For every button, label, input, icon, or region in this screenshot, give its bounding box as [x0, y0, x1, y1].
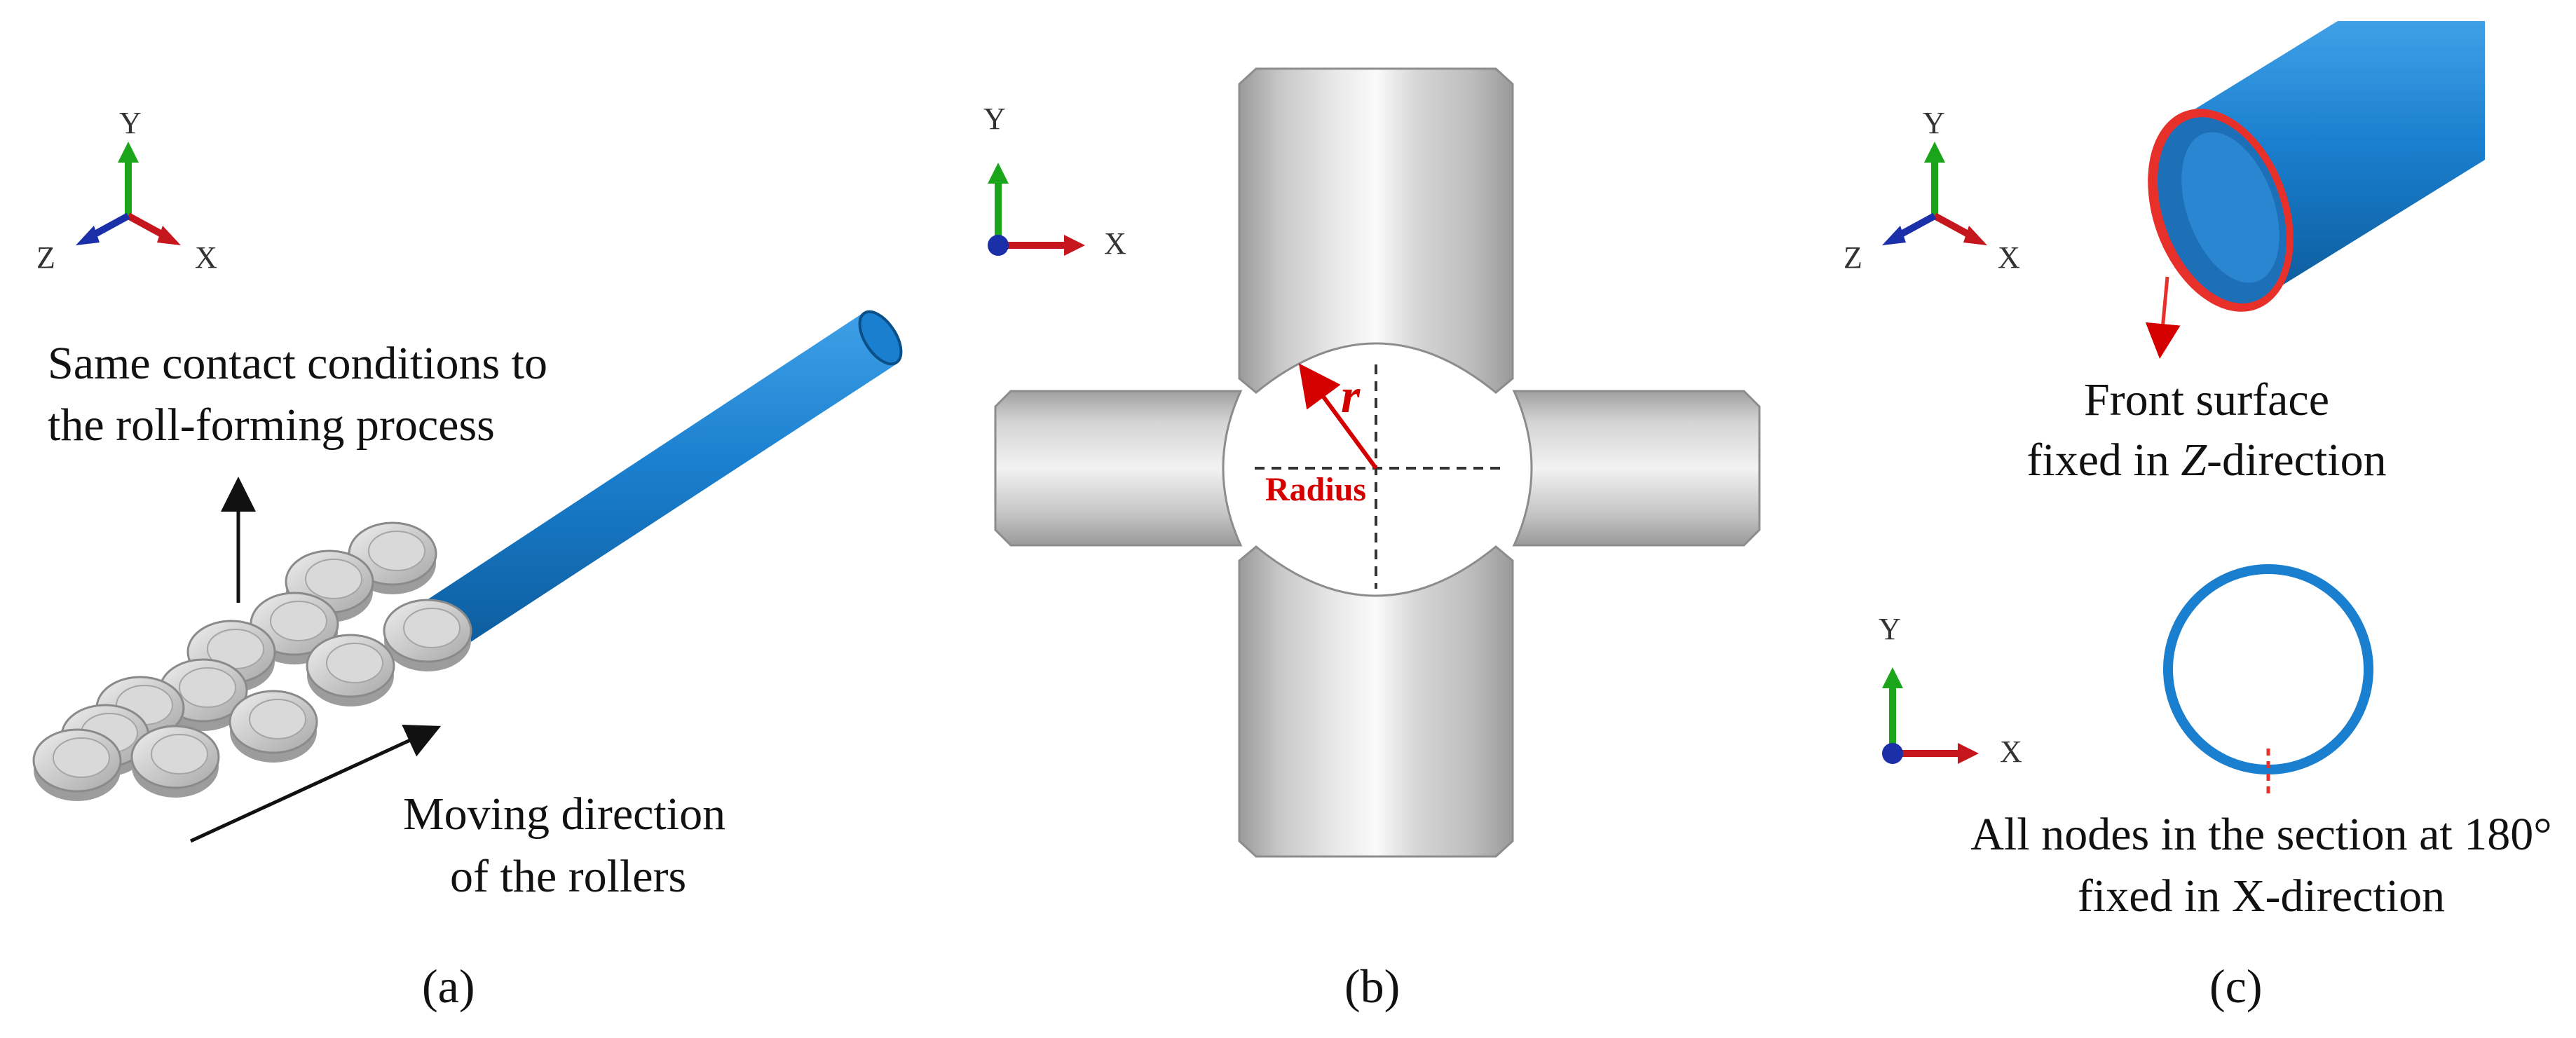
note-bottom-line2: of the rollers: [450, 851, 686, 902]
roller-array-a: [32, 521, 472, 803]
axis-triad-c-top: Y Z X: [1844, 106, 2020, 275]
nodes-line1: All nodes in the section at 180°: [1970, 809, 2551, 860]
roller-bottom: [1238, 545, 1514, 858]
axis-triad-a: Y Z X: [36, 106, 217, 275]
note-bottom-line1: Moving direction: [403, 788, 725, 840]
arrow-moving-a: [189, 724, 442, 843]
roller-top: [1238, 67, 1514, 394]
radius-arrow: [1298, 363, 1378, 470]
panel-b: Y X r Radius (b): [983, 67, 1761, 1013]
front-surface-arrow: [2145, 276, 2181, 359]
note-top-line2: the roll-forming process: [48, 400, 495, 451]
roller-right: [1512, 390, 1761, 547]
roller-left: [994, 390, 1243, 547]
panel-c: Y Z X Front surface fixed in Z-direction…: [1844, 21, 2552, 1013]
axis-label-y: Y: [983, 102, 1006, 136]
front-surface-line2: fixed in Z-direction: [2026, 435, 2386, 486]
axis-label-x: X: [195, 240, 217, 275]
front-surface-line1: Front surface: [2084, 374, 2329, 425]
axis-label-y: Y: [1923, 106, 1945, 140]
section-ring: [2163, 564, 2373, 774]
axis-label-y: Y: [119, 106, 142, 140]
axis-triad-b: Y X: [983, 102, 1126, 261]
nodes-line2: fixed in X-direction: [2078, 870, 2445, 922]
axis-triad-c-bottom: Y X: [1879, 612, 2022, 769]
caption-a: (a): [422, 960, 475, 1013]
tube-a: [421, 310, 903, 652]
axis-label-x: X: [1104, 226, 1126, 261]
axis-label-x: X: [2000, 735, 2022, 769]
tube-c: [2148, 21, 2485, 312]
note-top-line1: Same contact conditions to: [48, 338, 547, 389]
axis-label-y: Y: [1879, 612, 1901, 646]
caption-b: (b): [1344, 960, 1400, 1013]
radius-symbol: r: [1341, 369, 1361, 423]
panel-a: Y Z X Same contact conditions to t: [32, 106, 903, 1013]
axis-label-x: X: [1998, 240, 2020, 275]
radius-label: Radius: [1265, 471, 1366, 508]
axis-label-z: Z: [1844, 240, 1862, 275]
caption-c: (c): [2209, 960, 2262, 1013]
axis-label-z: Z: [36, 240, 55, 275]
